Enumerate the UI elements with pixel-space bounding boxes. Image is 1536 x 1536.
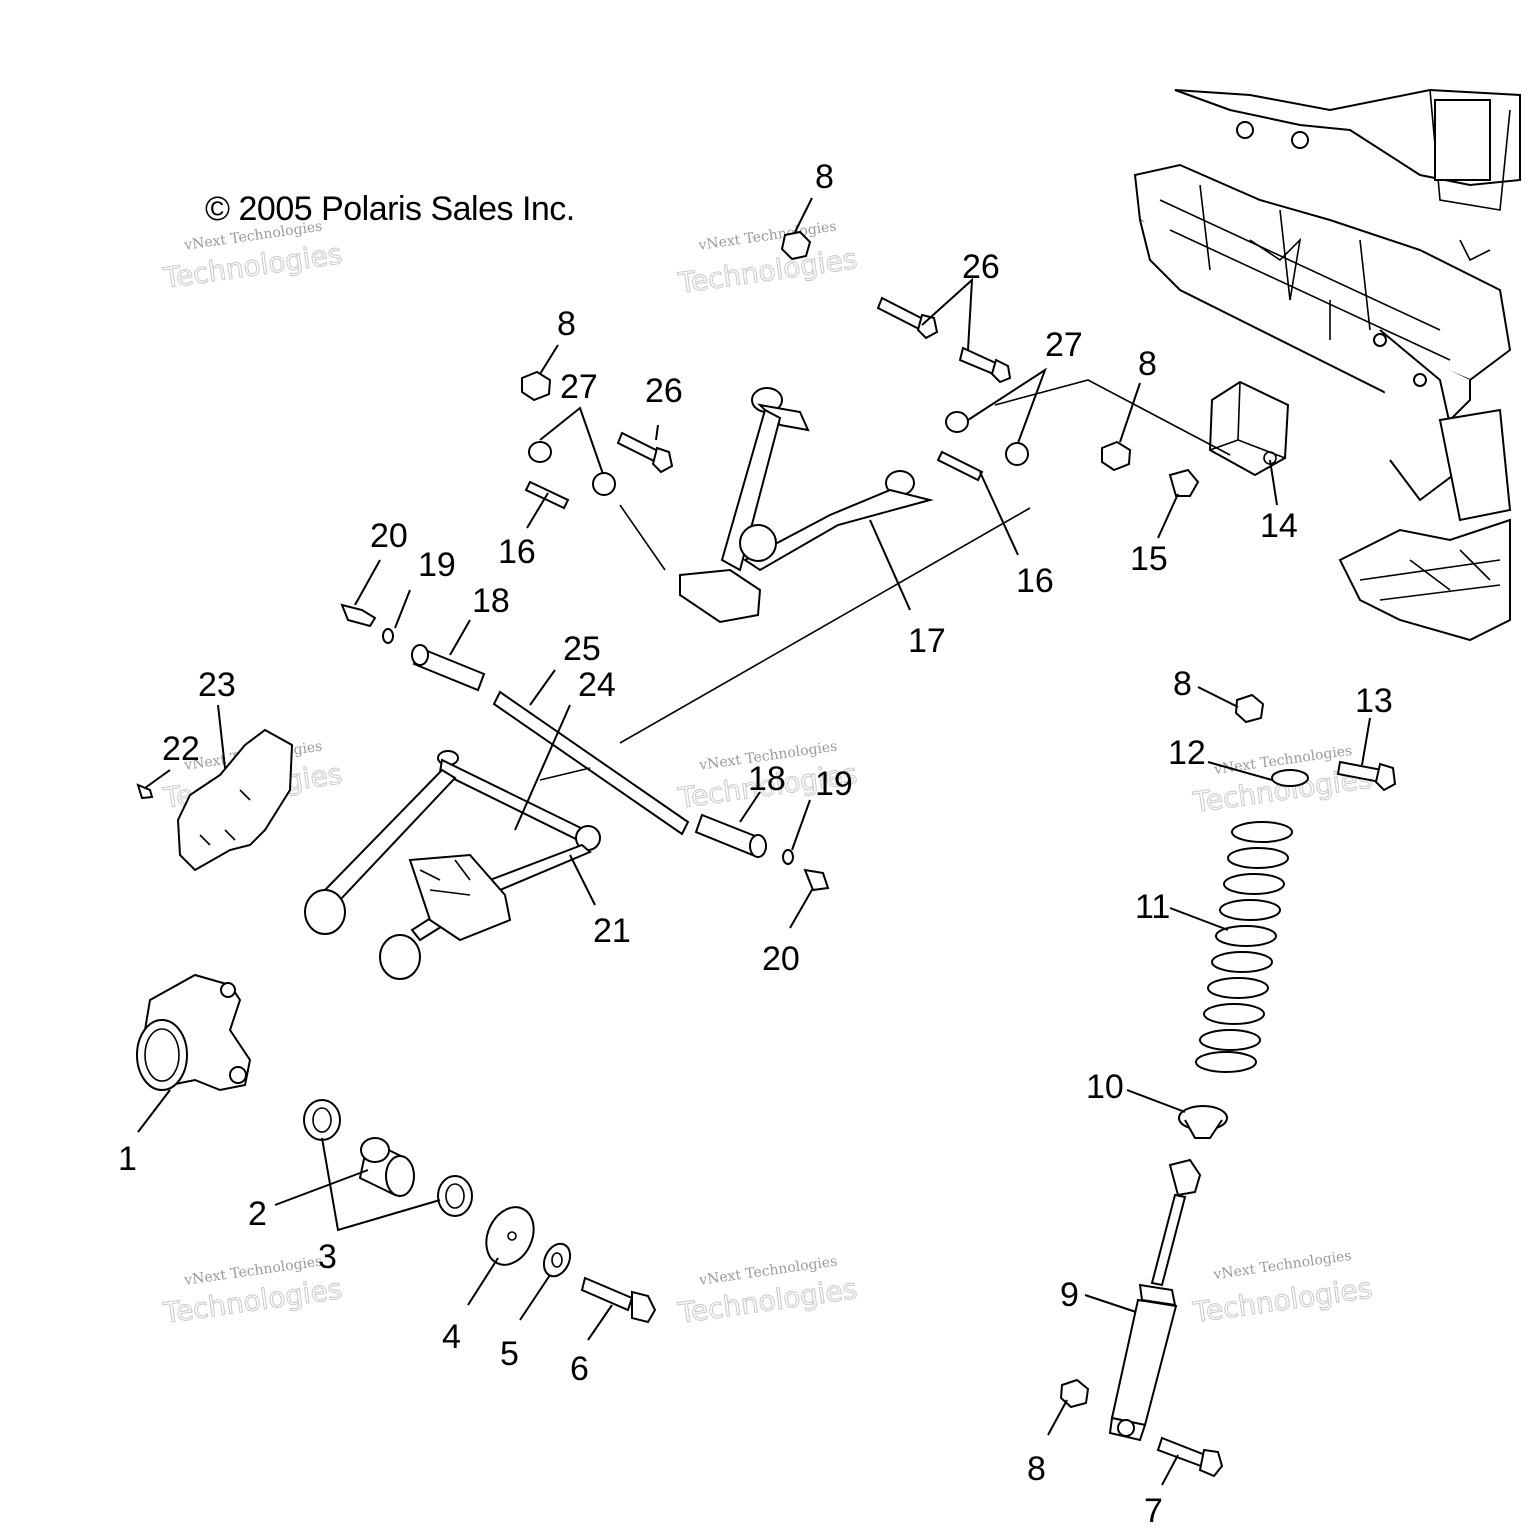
callout-16-left: 16 (498, 533, 536, 571)
callout-26-top: 26 (962, 248, 1000, 286)
part-5-washer (542, 1242, 572, 1278)
part-26-bolt-top (876, 296, 939, 340)
callout-15: 15 (1130, 540, 1168, 578)
callout-2: 2 (248, 1195, 267, 1233)
part-18-sleeve-right (694, 813, 767, 858)
part-19-washer-right (782, 849, 794, 865)
watermark-top-middle: Technologies vNext Technologies (675, 219, 860, 301)
part-6-bolt (580, 1276, 657, 1324)
part-26-bolt-middle (958, 346, 1012, 384)
callout-20-right: 20 (762, 940, 800, 978)
callout-13: 13 (1355, 682, 1393, 720)
vehicle-frame (1133, 88, 1521, 642)
callout-8-top: 8 (815, 158, 834, 196)
part-2-bushing-sleeve (358, 1137, 415, 1197)
copyright-notice: © 2005 Polaris Sales Inc. (205, 190, 575, 228)
callout-6: 6 (570, 1350, 589, 1388)
callout-27-left: 27 (560, 368, 598, 406)
part-17-upper-a-arm (679, 387, 934, 624)
part-23-guard-plate (176, 728, 294, 872)
part-14-bracket (1208, 380, 1290, 477)
leader-lines (137, 197, 1371, 1486)
callout-26-left: 26 (645, 372, 683, 410)
callout-27-right: 27 (1045, 326, 1083, 364)
part-20-bolt-left (340, 603, 377, 628)
part-21-lower-a-arm (304, 750, 601, 980)
part-8-nut-top (780, 230, 812, 261)
callout-1: 1 (118, 1140, 137, 1178)
part-26-bolt-left (616, 431, 674, 474)
part-10-spring-retainer (1178, 1105, 1228, 1139)
part-8-nut-mid (1101, 440, 1132, 472)
assembly-lines (539, 379, 1231, 781)
callout-8-left: 8 (557, 305, 576, 343)
part-8-nut-shock-top (1234, 693, 1265, 724)
part-8-nut-left (521, 370, 552, 402)
watermark-bottom-left: Technologies vNext Technologies (160, 1254, 345, 1331)
callout-19-left: 19 (418, 546, 456, 584)
callout-3: 3 (318, 1238, 337, 1276)
part-9-shock-absorber (1108, 1158, 1202, 1442)
callout-8-shock-bottom: 8 (1027, 1450, 1046, 1488)
callout-18-right: 18 (748, 760, 786, 798)
part-25-shaft (492, 690, 690, 836)
part-7-bolt (1156, 1436, 1224, 1478)
part-19-washer-left (382, 628, 394, 644)
part-16-pin-right (936, 450, 984, 482)
callout-12: 12 (1168, 734, 1206, 772)
callout-8-mid: 8 (1138, 345, 1157, 383)
callout-4: 4 (442, 1318, 461, 1356)
callout-21: 21 (593, 912, 631, 950)
callout-18-left: 18 (472, 582, 510, 620)
callout-19-right: 19 (815, 765, 853, 803)
part-18-sleeve-left (411, 644, 486, 692)
callout-labels: 1 2 3 4 5 6 7 8 8 8 8 8 9 10 11 12 13 14… (118, 158, 1393, 1530)
watermark-bottom-right: Technologies vNext Technologies (1190, 1248, 1375, 1330)
callout-7: 7 (1144, 1492, 1163, 1530)
part-27-bushing-a (528, 441, 552, 463)
callout-23: 23 (198, 666, 236, 704)
callout-11: 11 (1135, 888, 1170, 926)
part-11-coil-spring (1195, 821, 1293, 1073)
callout-8-shock-top: 8 (1173, 665, 1192, 703)
callout-5: 5 (500, 1335, 519, 1373)
callout-9: 9 (1060, 1276, 1079, 1314)
callout-20-left: 20 (370, 517, 408, 555)
part-3-bearing-lower (437, 1175, 473, 1217)
part-15-bolt (1168, 468, 1200, 497)
part-27-bushing-c (945, 411, 969, 433)
part-4-large-washer (485, 1206, 535, 1266)
part-8-nut-shock-bottom (1059, 1378, 1090, 1409)
callout-24: 24 (578, 666, 616, 704)
watermark-top-left: Technologies vNext Technologies (160, 219, 345, 296)
part-3-bearing-upper (303, 1099, 341, 1141)
callout-10: 10 (1086, 1068, 1124, 1106)
part-1-bearing-carrier (136, 973, 252, 1092)
part-12-washer (1271, 769, 1309, 787)
part-27-bushing-d (1005, 442, 1029, 466)
callout-17: 17 (908, 622, 946, 660)
watermark-bottom-middle: Technologies vNext Technologies (675, 1254, 860, 1331)
callout-14: 14 (1260, 507, 1298, 545)
part-20-bolt-right (803, 868, 830, 892)
callout-25: 25 (563, 630, 601, 668)
part-13-bolt (1336, 760, 1397, 792)
callout-22: 22 (162, 730, 200, 768)
part-27-bushing-b (592, 472, 616, 496)
callout-16-right: 16 (1016, 562, 1054, 600)
